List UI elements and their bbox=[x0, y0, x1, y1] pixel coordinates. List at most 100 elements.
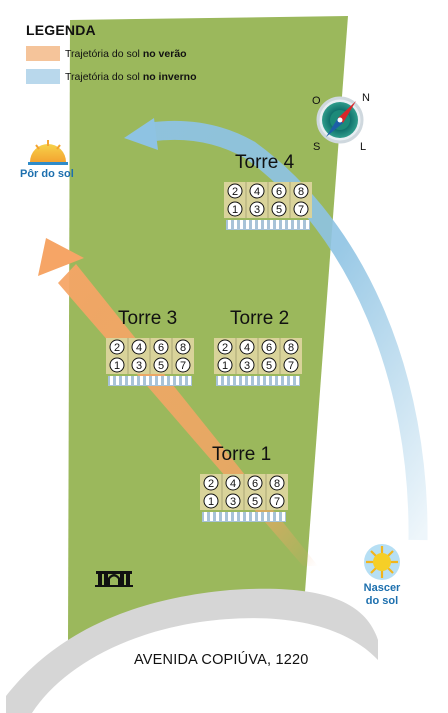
sunset-label: Pôr do sol bbox=[20, 168, 74, 180]
tower-base bbox=[216, 376, 300, 386]
unit-marker bbox=[249, 201, 265, 217]
compass-s: S bbox=[313, 141, 320, 153]
unit-number: 7 bbox=[274, 496, 280, 508]
tower-railing bbox=[290, 376, 293, 385]
tower-railing bbox=[140, 376, 143, 385]
tower-base bbox=[226, 220, 310, 230]
tower-3-name: Torre 3 bbox=[118, 308, 178, 329]
tower-railing bbox=[266, 376, 269, 385]
tower-railing bbox=[224, 376, 227, 385]
unit-number: 6 bbox=[266, 342, 272, 354]
tower-railing bbox=[258, 512, 261, 521]
unit-marker bbox=[261, 357, 277, 373]
sunrise-label-line2: do sol bbox=[365, 595, 399, 607]
tower-railing bbox=[248, 376, 251, 385]
tower-railing bbox=[164, 376, 167, 385]
tower-railing bbox=[270, 512, 273, 521]
unit-marker bbox=[227, 201, 243, 217]
legend-summer-bold: no verão bbox=[142, 47, 187, 60]
tower-railing bbox=[146, 376, 149, 385]
unit-number: 5 bbox=[158, 360, 164, 372]
unit-number: 1 bbox=[208, 496, 214, 508]
tower-1-name: Torre 1 bbox=[212, 444, 272, 465]
legend-summer: Trajetória do sol no verão bbox=[26, 46, 196, 61]
tower-railing bbox=[246, 512, 249, 521]
tower-railing bbox=[282, 512, 285, 521]
tower-railing bbox=[242, 376, 245, 385]
tower-railing bbox=[110, 376, 113, 385]
tower-railing bbox=[284, 376, 287, 385]
unit-number: 6 bbox=[252, 478, 258, 490]
unit-marker bbox=[109, 339, 125, 355]
sunset-icon bbox=[28, 140, 68, 165]
unit-marker bbox=[249, 183, 265, 199]
tower-railing bbox=[228, 220, 231, 229]
tower-railing bbox=[270, 220, 273, 229]
tower-4-name: Torre 4 bbox=[235, 152, 295, 173]
sunrise-label: Nascer do sol bbox=[362, 582, 402, 608]
unit-marker bbox=[283, 357, 299, 373]
tower-2-name: Torre 2 bbox=[230, 308, 290, 329]
unit-marker bbox=[217, 357, 233, 373]
unit-marker bbox=[261, 339, 277, 355]
tower-railing bbox=[134, 376, 137, 385]
unit-marker bbox=[175, 339, 191, 355]
unit-marker bbox=[131, 357, 147, 373]
tower-railing bbox=[246, 220, 249, 229]
unit-number: 3 bbox=[244, 360, 250, 372]
unit-number: 3 bbox=[230, 496, 236, 508]
unit-marker bbox=[293, 183, 309, 199]
tower-railing bbox=[260, 376, 263, 385]
tower-railing bbox=[176, 376, 179, 385]
tower-railing bbox=[216, 512, 219, 521]
unit-number: 7 bbox=[288, 360, 294, 372]
tower-railing bbox=[306, 220, 309, 229]
legend-summer-prefix: Trajetória do sol bbox=[65, 47, 143, 60]
tower-railing bbox=[252, 220, 255, 229]
tower-railing bbox=[170, 376, 173, 385]
unit-number: 2 bbox=[208, 478, 214, 490]
unit-number: 1 bbox=[222, 360, 228, 372]
sunrise-label-line1: Nascer bbox=[363, 582, 401, 594]
tower-railing bbox=[278, 376, 281, 385]
tower-base bbox=[108, 376, 192, 386]
unit-marker bbox=[271, 183, 287, 199]
tower-railing bbox=[296, 376, 299, 385]
unit-number: 3 bbox=[254, 204, 260, 216]
tower-railing bbox=[128, 376, 131, 385]
unit-marker bbox=[283, 339, 299, 355]
tower-railing bbox=[230, 376, 233, 385]
unit-marker bbox=[227, 183, 243, 199]
tower-railing bbox=[300, 220, 303, 229]
compass-l: L bbox=[360, 141, 366, 153]
compass-n: N bbox=[362, 92, 370, 104]
unit-marker bbox=[109, 357, 125, 373]
unit-marker bbox=[293, 201, 309, 217]
tower-railing bbox=[282, 220, 285, 229]
street-label: AVENIDA COPIÚVA, 1220 bbox=[134, 652, 309, 668]
unit-number: 2 bbox=[222, 342, 228, 354]
unit-marker bbox=[269, 493, 285, 509]
tower-railing bbox=[264, 512, 267, 521]
tower-railing bbox=[252, 512, 255, 521]
tower-railing bbox=[158, 376, 161, 385]
unit-number: 8 bbox=[180, 342, 186, 354]
tower-railing bbox=[240, 512, 243, 521]
compass-o: O bbox=[312, 95, 321, 107]
unit-number: 4 bbox=[136, 342, 142, 354]
unit-number: 8 bbox=[298, 186, 304, 198]
unit-marker bbox=[225, 493, 241, 509]
tower-railing bbox=[182, 376, 185, 385]
tower-railing bbox=[122, 376, 125, 385]
unit-marker bbox=[247, 493, 263, 509]
tower-railing bbox=[254, 376, 257, 385]
unit-number: 6 bbox=[276, 186, 282, 198]
